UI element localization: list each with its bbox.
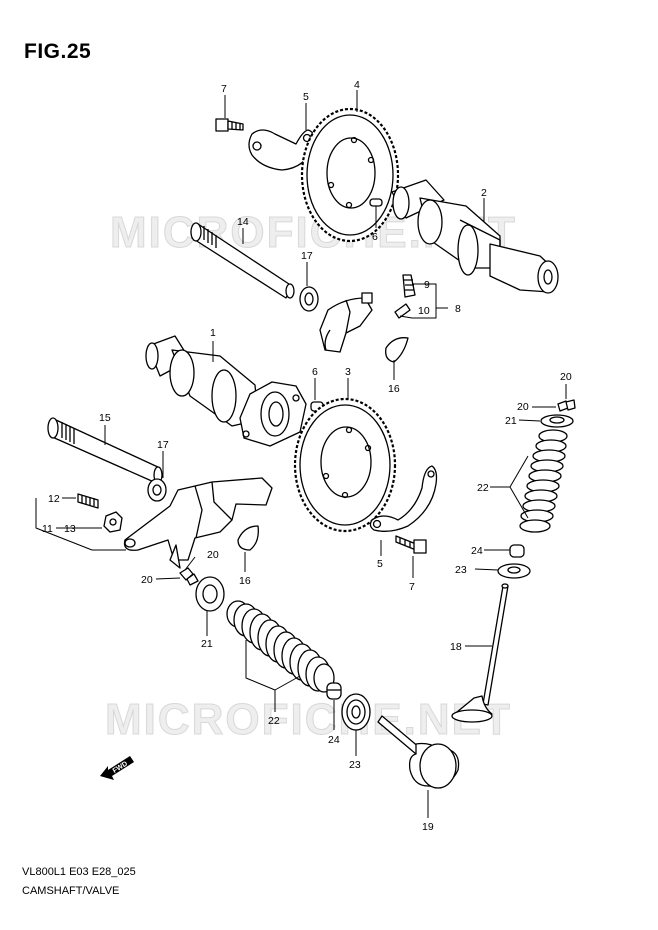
callout-2: 2 bbox=[481, 187, 487, 199]
callout-17-lower: 17 bbox=[157, 439, 169, 451]
callout-20-left-upper: 20 bbox=[207, 549, 219, 561]
callout-19: 19 bbox=[422, 821, 434, 833]
valve-cotter-right bbox=[557, 399, 576, 412]
valve-lower bbox=[377, 715, 460, 789]
gear-upper bbox=[300, 107, 400, 243]
callout-20-right-mid: 20 bbox=[517, 401, 529, 413]
callout-17-upper: 17 bbox=[301, 250, 313, 262]
valve-spring-left bbox=[226, 600, 335, 693]
callout-24-left: 24 bbox=[328, 734, 340, 746]
callout-14: 14 bbox=[237, 216, 249, 228]
dowel-pin-upper bbox=[369, 198, 383, 207]
svg-text:FWD: FWD bbox=[112, 760, 129, 774]
figure-code: VL800L1 E03 E28_025 bbox=[22, 866, 136, 878]
figure-title: FIG.25 bbox=[24, 40, 92, 63]
callout-16-lower: 16 bbox=[239, 575, 251, 587]
callout-9: 9 bbox=[424, 279, 430, 291]
callout-1: 1 bbox=[210, 327, 216, 339]
callout-8: 8 bbox=[455, 303, 461, 315]
figure-caption: CAMSHAFT/VALVE bbox=[22, 885, 120, 897]
callout-6-lower: 6 bbox=[312, 366, 318, 378]
spring-seat-left bbox=[341, 693, 371, 731]
watermark-bottom: MICROFICHE.NET bbox=[105, 695, 512, 744]
callout-20-left-lower: 20 bbox=[141, 574, 153, 586]
spring-retainer-left bbox=[195, 576, 225, 612]
callout-21-right: 21 bbox=[505, 415, 517, 427]
callout-22-right: 22 bbox=[477, 482, 489, 494]
callout-10: 10 bbox=[418, 305, 430, 317]
lock-nut bbox=[103, 511, 123, 533]
valve-cotter-left bbox=[179, 567, 199, 586]
callout-7-lower: 7 bbox=[409, 581, 415, 593]
callout-23-left: 23 bbox=[349, 759, 361, 771]
washer-lower bbox=[147, 478, 167, 502]
rocker-arm-upper bbox=[319, 274, 416, 353]
bolt-upper bbox=[215, 118, 244, 132]
callout-23-right: 23 bbox=[455, 564, 467, 576]
spring-seat-right bbox=[497, 563, 531, 579]
adjuster-screw bbox=[77, 493, 99, 509]
rocker-shaft-upper bbox=[190, 222, 295, 299]
callout-7-upper: 7 bbox=[221, 83, 227, 95]
guide-upper bbox=[385, 337, 409, 363]
bolt-lower bbox=[395, 535, 427, 554]
washer-upper bbox=[299, 286, 319, 312]
callout-15: 15 bbox=[99, 412, 111, 424]
stem-seal-right bbox=[509, 544, 525, 558]
callout-11: 11 bbox=[42, 523, 53, 535]
callout-20-right-top: 20 bbox=[560, 371, 572, 383]
callout-18: 18 bbox=[450, 641, 462, 653]
callout-3: 3 bbox=[345, 366, 351, 378]
callout-21-left: 21 bbox=[201, 638, 213, 650]
callout-22-left: 22 bbox=[268, 715, 280, 727]
camshaft-lower bbox=[145, 335, 307, 447]
callout-5-upper: 5 bbox=[303, 91, 309, 103]
rocker-arm-lower bbox=[123, 477, 273, 569]
callout-12: 12 bbox=[48, 493, 60, 505]
callout-13: 13 bbox=[64, 523, 76, 535]
callout-6-upper: 6 bbox=[372, 231, 378, 243]
camshaft-upper bbox=[391, 179, 559, 294]
callout-16-upper: 16 bbox=[388, 383, 400, 395]
plate-lower bbox=[369, 465, 438, 532]
forward-arrow-icon: FWD bbox=[100, 756, 134, 780]
spring-retainer-right bbox=[540, 414, 574, 428]
leader-lines bbox=[35, 90, 567, 818]
callout-4: 4 bbox=[354, 79, 360, 91]
valve-spring-right bbox=[519, 429, 568, 533]
valve-right bbox=[451, 583, 509, 723]
gear-lower bbox=[293, 397, 397, 533]
callout-labels: 7 5 4 2 6 14 17 9 10 8 16 1 6 3 20 21 15… bbox=[42, 79, 572, 833]
guide-lower bbox=[237, 525, 259, 551]
callout-5-lower: 5 bbox=[377, 558, 383, 570]
stem-seal-left bbox=[326, 682, 342, 700]
callout-24-right: 24 bbox=[471, 545, 483, 557]
